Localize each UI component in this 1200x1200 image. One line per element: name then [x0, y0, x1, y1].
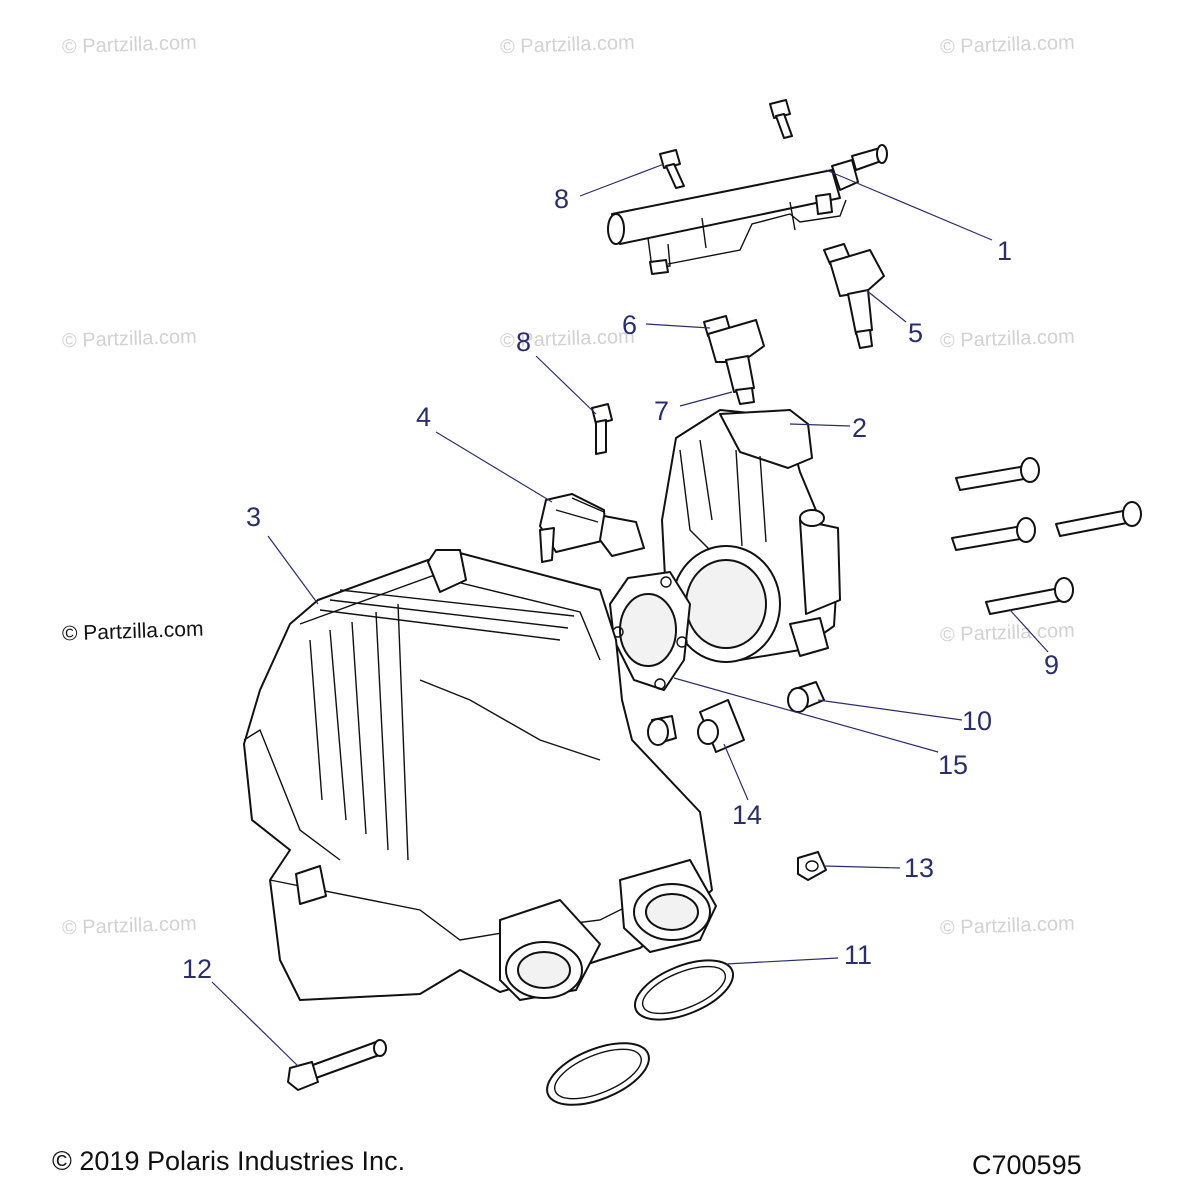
callout-12: 12: [182, 954, 213, 984]
callout-3: 3: [246, 502, 262, 532]
callout-9: 9: [1044, 650, 1060, 680]
callout-5: 5: [908, 318, 924, 348]
bolt-12: [287, 1039, 387, 1091]
callout-4: 4: [416, 402, 432, 432]
callout-6: 6: [622, 310, 638, 340]
throttle-gasket: [609, 571, 691, 691]
bolt-8-lower: [591, 403, 613, 455]
callout-15: 15: [938, 750, 969, 780]
spacer-14: [647, 699, 745, 753]
bolt-8-upper: [659, 149, 685, 189]
callout-7: 7: [654, 396, 670, 426]
callout-14: 14: [732, 800, 763, 830]
fuel-injector-6: [703, 315, 765, 405]
callout-11: 11: [844, 940, 873, 970]
bushing-10: [787, 681, 825, 713]
diagram-code: C700595: [972, 1150, 1082, 1180]
fuel-injector-5: [823, 243, 885, 349]
fuel-rail: [607, 144, 888, 275]
copyright-notice: © 2019 Polaris Industries Inc.: [52, 1146, 406, 1176]
intake-manifold: [243, 549, 717, 1001]
map-sensor: [539, 493, 645, 563]
callout-1: 1: [997, 236, 1013, 266]
nut-13: [797, 851, 827, 881]
leader-lines: [211, 163, 1049, 1067]
callout-13: 13: [904, 853, 935, 883]
hose-clamps-11: [546, 959, 735, 1106]
callout-10: 10: [962, 706, 993, 736]
bolt-upper-rail: [769, 99, 793, 139]
callout-8-lower: 8: [516, 327, 532, 357]
callout-8-upper: 8: [554, 184, 570, 214]
callout-2: 2: [852, 413, 868, 443]
bolts-9: [951, 457, 1142, 615]
